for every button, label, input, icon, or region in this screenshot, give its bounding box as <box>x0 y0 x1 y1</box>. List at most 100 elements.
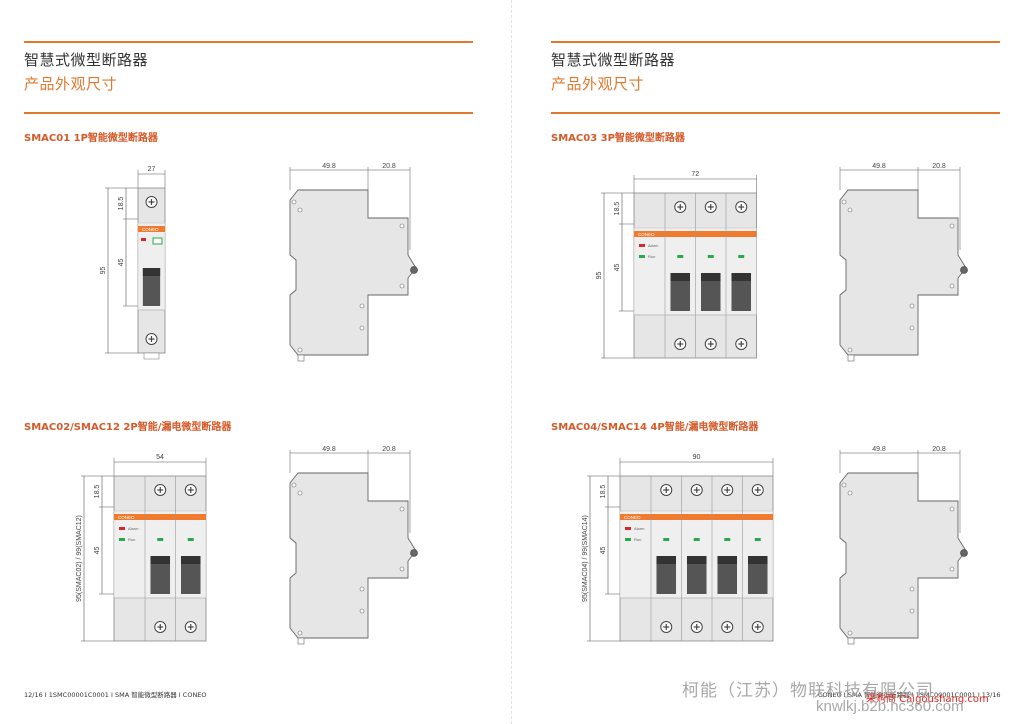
alarm-label: Alarm <box>128 526 139 531</box>
header-rule-bottom <box>24 112 473 114</box>
width-dimension-label: 90 <box>693 454 701 461</box>
brand-label: CONEO <box>624 515 641 520</box>
lever-pivot <box>960 266 968 274</box>
brand-label: CONEO <box>118 515 135 520</box>
page-subtitle: 产品外观尺寸 <box>24 75 118 93</box>
depth-dimension-label: 49.8 <box>322 446 336 453</box>
mounting-hole <box>399 566 405 572</box>
page-divider <box>511 0 512 724</box>
top-dimension-label: 18.5 <box>94 485 101 499</box>
middle-dimension-label: 45 <box>614 264 621 272</box>
header-rule-top <box>24 41 473 43</box>
toggle-lever-top <box>747 556 768 564</box>
run-label: Run <box>634 537 641 542</box>
mounting-hole <box>841 482 847 488</box>
toggle-lever <box>142 268 161 306</box>
mounting-hole <box>949 506 955 512</box>
pole-status-led <box>724 538 731 541</box>
toggle-lever <box>150 556 171 594</box>
mounting-hole <box>291 482 297 488</box>
front-view-smac01: 27 18.5 45 95 CONEO <box>100 166 166 360</box>
mounting-hole <box>399 506 405 512</box>
toggle-lever-top <box>180 556 201 564</box>
toggle-lever-top <box>150 556 171 564</box>
mounting-hole <box>949 566 955 572</box>
mounting-hole <box>297 347 303 353</box>
mounting-hole <box>909 608 915 614</box>
brand-label: CONEO <box>142 227 159 232</box>
width-dimension-label: 72 <box>691 171 699 178</box>
side-clip <box>847 354 855 362</box>
run-led <box>639 255 645 258</box>
height-dimension-label: 95(SMAC02) / 99(SMAC12) <box>76 515 83 602</box>
alarm-led <box>141 238 146 241</box>
side-clip <box>847 637 855 645</box>
height-dimension-label: 95 <box>100 267 107 275</box>
mounting-hole <box>847 347 853 353</box>
mounting-hole <box>359 325 365 331</box>
toggle-lever-top <box>717 556 738 564</box>
mounting-hole <box>909 303 915 309</box>
toggle-lever-top <box>656 556 677 564</box>
page-title: 智慧式微型断路器 <box>24 51 149 69</box>
toggle-lever <box>700 273 721 311</box>
section-title-smac02: SMAC02/SMAC12 2P智能/漏电微型断路器 <box>24 422 232 433</box>
toggle-lever <box>180 556 201 594</box>
pole-status-led <box>187 538 194 541</box>
brand-band <box>114 514 206 520</box>
page-title: 智慧式微型断路器 <box>551 51 676 69</box>
ext-dimension-label: 20.8 <box>382 446 396 453</box>
mounting-hole <box>297 207 303 213</box>
top-dimension-label: 18.5 <box>600 485 607 499</box>
side-profile <box>839 472 967 639</box>
mounting-hole <box>841 199 847 205</box>
side-clip <box>297 637 305 645</box>
side-view-smac04: 49.8 20.8 <box>839 446 968 645</box>
mounting-hole <box>847 207 853 213</box>
side-profile <box>289 472 417 639</box>
footer-left: 12/16 I 1SMC00001C0001 I SMA 智能微型断路器 I C… <box>24 691 207 699</box>
side-profile <box>839 189 967 356</box>
pole-status-led <box>693 538 700 541</box>
width-dimension-label: 27 <box>148 166 156 173</box>
mounting-hole <box>909 325 915 331</box>
mounting-hole <box>847 630 853 636</box>
header-rule-top <box>551 41 1000 43</box>
brand-band <box>620 514 773 520</box>
watermark-company: 柯能（江苏）物联科技有限公司 <box>682 681 934 701</box>
pole-status-led <box>663 538 670 541</box>
toggle-lever-top <box>686 556 707 564</box>
mounting-hole <box>297 490 303 496</box>
header-rule-bottom <box>551 112 1000 114</box>
depth-dimension-label: 49.8 <box>872 163 886 170</box>
brand-band <box>138 226 165 232</box>
mounting-hole <box>297 630 303 636</box>
height-dimension-label: 95(SMAC04) / 99(SMAC14) <box>582 515 589 602</box>
run-led <box>625 538 631 541</box>
footer-right: CONEO I SMA 智能微型断路器 I 1SMC00001C0001 I 1… <box>818 691 1001 699</box>
page-subtitle: 产品外观尺寸 <box>551 75 645 93</box>
run-label: Run <box>128 537 135 542</box>
toggle-lever <box>747 556 768 594</box>
toggle-lever <box>686 556 707 594</box>
din-clip <box>143 352 160 360</box>
top-dimension-label: 18.5 <box>118 197 125 211</box>
run-button <box>152 237 163 245</box>
side-profile <box>289 189 417 356</box>
mounting-hole <box>949 223 955 229</box>
middle-dimension-label: 45 <box>600 547 607 555</box>
toggle-lever-top <box>731 273 752 281</box>
mounting-hole <box>949 283 955 289</box>
middle-dimension-label: 45 <box>118 259 125 267</box>
section-title-smac03: SMAC03 3P智能微型断路器 <box>551 133 685 144</box>
ext-dimension-label: 20.8 <box>382 163 396 170</box>
depth-dimension-label: 49.8 <box>872 446 886 453</box>
watermark-url: knwlkj.b2b.hc360.com <box>816 698 964 715</box>
ext-dimension-label: 20.8 <box>932 446 946 453</box>
